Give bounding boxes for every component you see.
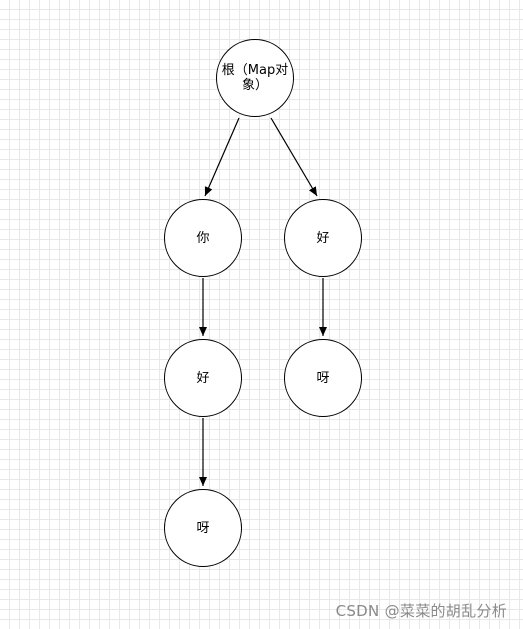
edge-root-to-ni <box>204 117 240 197</box>
node-hao-left-label: 好 <box>196 370 210 386</box>
node-ya-left-label: 呀 <box>196 520 210 536</box>
node-ya-right-label: 呀 <box>316 370 330 386</box>
node-ni-label: 你 <box>196 230 210 246</box>
node-ya-left: 呀 <box>164 489 242 567</box>
node-ni: 你 <box>164 199 242 277</box>
node-hao-right: 好 <box>284 199 362 277</box>
node-root-label: 根（Map对象） <box>221 63 289 93</box>
node-hao-right-label: 好 <box>316 230 330 246</box>
edge-root-to-hao-right <box>270 117 318 197</box>
node-ya-right: 呀 <box>284 339 362 417</box>
node-root: 根（Map对象） <box>216 39 294 117</box>
watermark: CSDN @菜菜的胡乱分析 <box>335 602 507 620</box>
node-hao-left: 好 <box>164 339 242 417</box>
